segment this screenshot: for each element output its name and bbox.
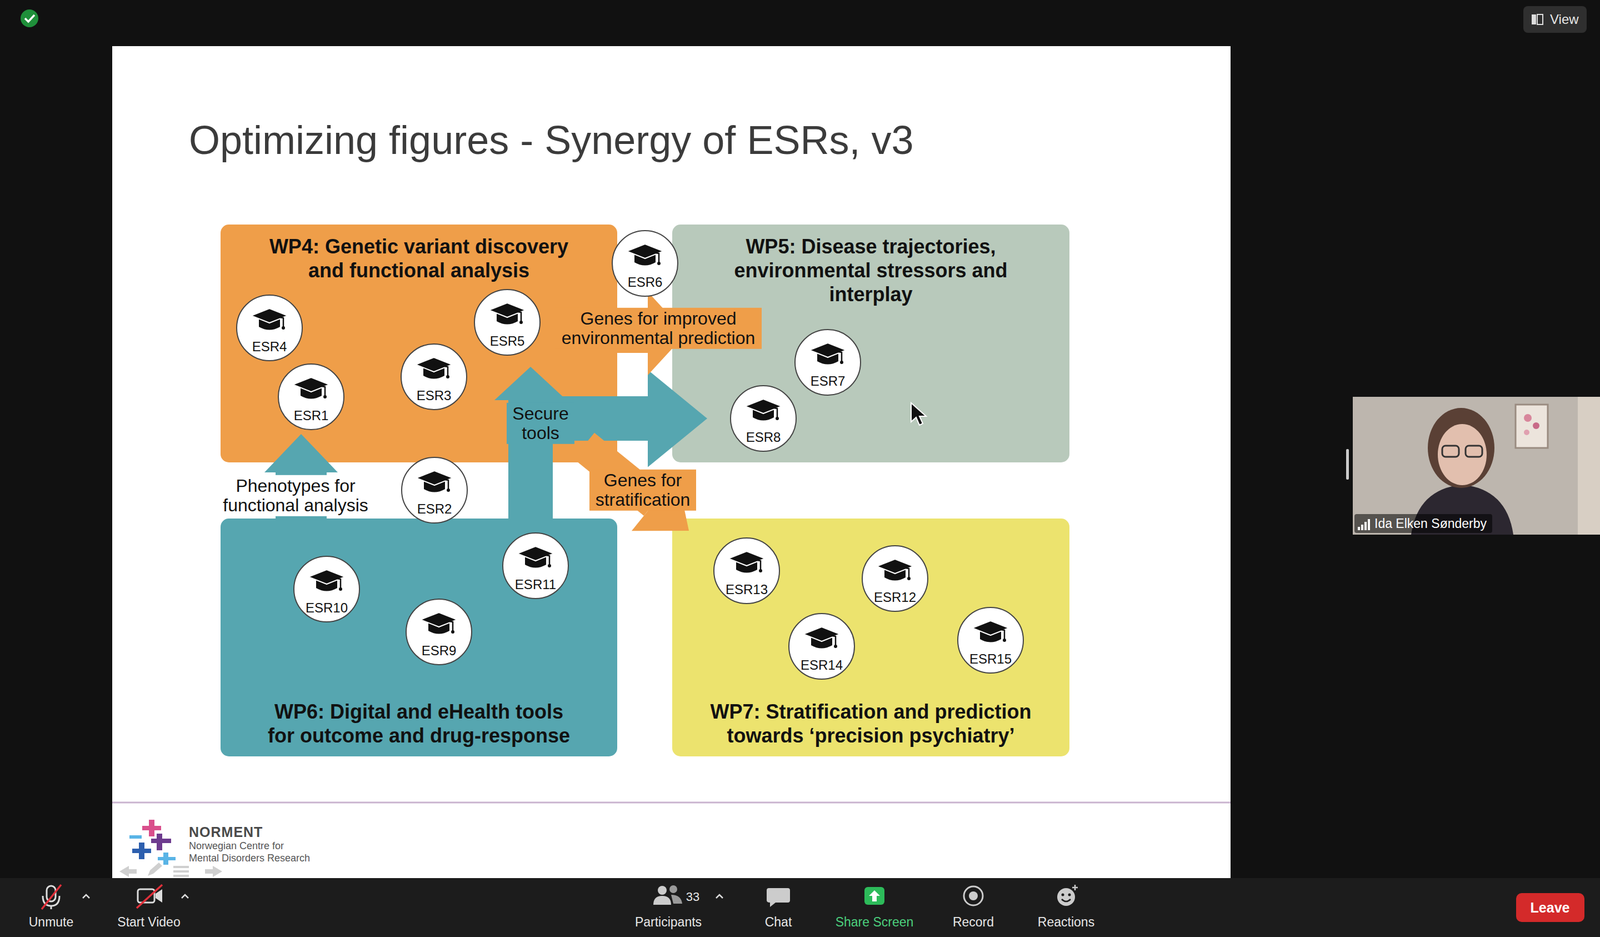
toolbar-label: Participants xyxy=(635,914,702,929)
toolbar-label-anchor: Unmute xyxy=(28,914,74,929)
researcher-circle: ESR8 xyxy=(730,385,797,452)
researcher-label: ESR1 xyxy=(293,408,329,423)
logo-name: NORMENT xyxy=(188,823,263,840)
graduation-cap-icon xyxy=(487,301,527,329)
button-label-anchor: View xyxy=(1550,11,1579,28)
graduation-cap-icon xyxy=(516,544,555,573)
graduation-cap-icon xyxy=(971,618,1010,647)
graduation-cap-icon xyxy=(414,355,454,384)
researcher-label: ESR12 xyxy=(873,590,917,604)
connector-arrow xyxy=(530,370,708,522)
arrow-label-anchor: Secure tools xyxy=(506,402,575,444)
mouse-cursor xyxy=(911,402,927,425)
arrow-label-anchor: Genes for improved environmental predict… xyxy=(555,307,762,349)
graduation-cap-icon xyxy=(625,242,665,270)
graduation-cap-icon xyxy=(307,567,347,596)
researcher-label: ESR7 xyxy=(810,374,846,388)
arrow-label-anchor: Genes for stratification xyxy=(589,469,697,511)
work-package-box: WP6: Digital and eHealth tools for outco… xyxy=(220,518,618,757)
participant-name-anchor: Ida Elken Sønderby xyxy=(1374,516,1487,531)
toolbar-label: Start Video xyxy=(117,914,180,929)
toolbar-label: Record xyxy=(952,914,994,929)
arrow-label: Phenotypes for functional analysis xyxy=(216,475,376,517)
slide-title: Optimizing figures - Synergy of ESRs, v3 xyxy=(188,118,914,163)
box-title: WP4: Genetic variant discovery and funct… xyxy=(260,234,578,283)
researcher-circle: ESR6 xyxy=(611,230,679,297)
arrow-head xyxy=(494,366,567,400)
researcher-circle: ESR5 xyxy=(473,288,541,356)
arrow-head xyxy=(264,433,338,473)
researcher-circle: ESR1 xyxy=(277,363,345,430)
researcher-circle: ESR11 xyxy=(502,532,569,599)
box-title: WP6: Digital and eHealth tools for outco… xyxy=(264,699,574,748)
box-title: WP5: Disease trajectories, environmental… xyxy=(704,234,1038,307)
arrow-label: Genes for improved environmental predict… xyxy=(555,307,762,349)
arrow-label-anchor: Phenotypes for functional analysis xyxy=(216,475,376,517)
button-label: View xyxy=(1550,11,1579,28)
researcher-label: ESR9 xyxy=(421,643,457,658)
researcher-circle: ESR14 xyxy=(788,612,855,680)
participant-count-anchor: 33 xyxy=(686,889,700,904)
toolbar-label-anchor: Share Screen xyxy=(835,914,914,929)
logo-subtitle: Norwegian Centre for Mental Disorders Re… xyxy=(188,840,314,864)
researcher-circle: ESR7 xyxy=(794,328,862,396)
researcher-label: ESR6 xyxy=(627,275,663,289)
graduation-cap-icon xyxy=(875,557,915,585)
toolbar-label: Share Screen xyxy=(835,914,914,929)
toolbar-label-anchor: Start Video xyxy=(117,914,180,929)
toolbar-label-anchor: Chat xyxy=(765,914,793,929)
researcher-circle: ESR4 xyxy=(236,294,303,362)
work-package-box: WP7: Stratification and prediction towar… xyxy=(672,518,1070,757)
toolbar-label-anchor: Record xyxy=(952,914,994,929)
logo-name-anchor: NORMENT xyxy=(188,823,263,840)
researcher-label: ESR3 xyxy=(416,388,452,403)
graduation-cap-icon xyxy=(419,610,459,639)
researcher-circle: ESR2 xyxy=(401,456,468,524)
arrow-head xyxy=(647,370,708,468)
graduation-cap-icon xyxy=(415,468,454,497)
graduation-cap-icon xyxy=(291,375,331,404)
researcher-circle: ESR13 xyxy=(713,537,780,604)
arrow-label: Genes for stratification xyxy=(589,469,697,511)
researcher-circle: ESR15 xyxy=(957,606,1024,674)
researcher-circle: ESR9 xyxy=(405,598,473,665)
toolbar-label-anchor: Participants xyxy=(635,914,702,929)
researcher-label: ESR2 xyxy=(417,502,453,516)
toolbar-label: Reactions xyxy=(1037,914,1095,929)
graduation-cap-icon xyxy=(727,549,767,578)
researcher-label: ESR5 xyxy=(490,334,525,348)
button-label: Leave xyxy=(1530,899,1570,916)
logo-subtitle-anchor: Norwegian Centre for Mental Disorders Re… xyxy=(188,840,314,864)
researcher-label: ESR4 xyxy=(252,340,288,354)
button-label-anchor: Leave xyxy=(1530,899,1570,916)
researcher-circle: ESR3 xyxy=(400,343,468,410)
graduation-cap-icon xyxy=(250,306,289,335)
toolbar-label-anchor: Reactions xyxy=(1037,914,1095,929)
box-title: WP7: Stratification and prediction towar… xyxy=(693,699,1049,748)
arrow-label: Secure tools xyxy=(506,402,575,444)
researcher-circle: ESR10 xyxy=(293,555,360,623)
participant-name: Ida Elken Sønderby xyxy=(1374,516,1487,531)
toolbar-label: Chat xyxy=(765,914,793,929)
graduation-cap-icon xyxy=(808,341,848,369)
researcher-label: ESR13 xyxy=(725,582,768,597)
graduation-cap-icon xyxy=(743,397,783,425)
researcher-label: ESR14 xyxy=(800,658,843,672)
slide-title-anchor: Optimizing figures - Synergy of ESRs, v3 xyxy=(188,118,914,163)
researcher-label: ESR15 xyxy=(969,652,1012,666)
participant-count: 33 xyxy=(686,889,700,904)
researcher-circle: ESR12 xyxy=(861,545,929,612)
toolbar-label: Unmute xyxy=(28,914,74,929)
researcher-label: ESR11 xyxy=(515,577,557,592)
graduation-cap-icon xyxy=(802,625,842,653)
researcher-label: ESR8 xyxy=(746,430,782,444)
researcher-label: ESR10 xyxy=(305,601,348,615)
